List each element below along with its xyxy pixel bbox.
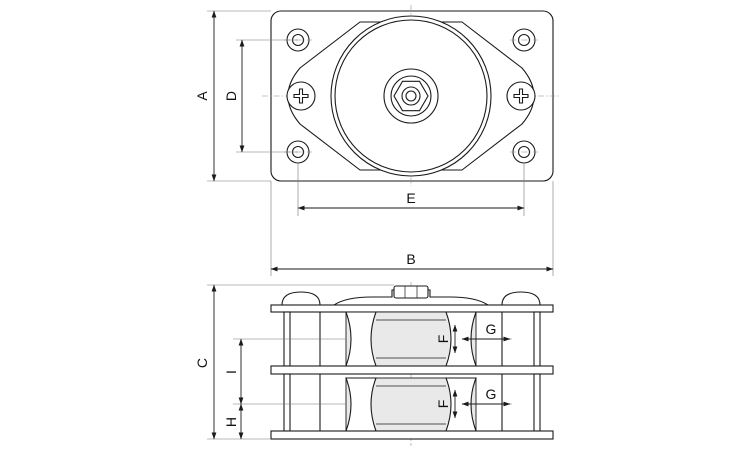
axle-nut-side	[393, 285, 429, 299]
dim-label-I: I	[223, 370, 239, 374]
dim-label-E: E	[406, 190, 415, 206]
dimension-C: C	[194, 284, 217, 440]
phillips-screw-left	[286, 81, 316, 111]
dim-label-G-upper: G	[486, 321, 497, 337]
dim-label-H: H	[223, 417, 239, 427]
dim-label-A: A	[194, 91, 210, 101]
dimension-I: I	[223, 338, 244, 405]
dim-label-G-lower: G	[486, 386, 497, 402]
hex-nut	[383, 68, 439, 124]
lower-sheave	[345, 377, 477, 432]
dim-label-F-upper: F	[435, 335, 451, 344]
dim-label-F-lower: F	[435, 400, 451, 409]
upper-sheave	[345, 311, 477, 367]
dimension-E: E	[297, 190, 525, 211]
phillips-screw-right	[506, 81, 536, 111]
dimension-D: D	[223, 39, 245, 153]
dim-label-C: C	[194, 358, 210, 368]
dimension-F-upper: F	[435, 324, 458, 354]
middle-plate	[270, 365, 554, 375]
dimension-H: H	[223, 403, 244, 440]
bottom-plate	[270, 430, 554, 440]
dimension-B: B	[270, 251, 554, 272]
side-view	[270, 282, 554, 446]
dimension-G-upper: G	[461, 321, 511, 342]
sheave-inner	[334, 19, 488, 173]
dim-label-D: D	[223, 91, 239, 101]
top-plate	[270, 304, 554, 313]
dimension-F-lower: F	[435, 389, 458, 419]
screw-head-right	[501, 291, 541, 306]
screw-head-left	[281, 291, 321, 306]
dim-label-B: B	[406, 251, 415, 267]
dimension-G-lower: G	[461, 386, 511, 407]
top-view	[262, 5, 560, 186]
dimension-A: A	[194, 10, 217, 182]
